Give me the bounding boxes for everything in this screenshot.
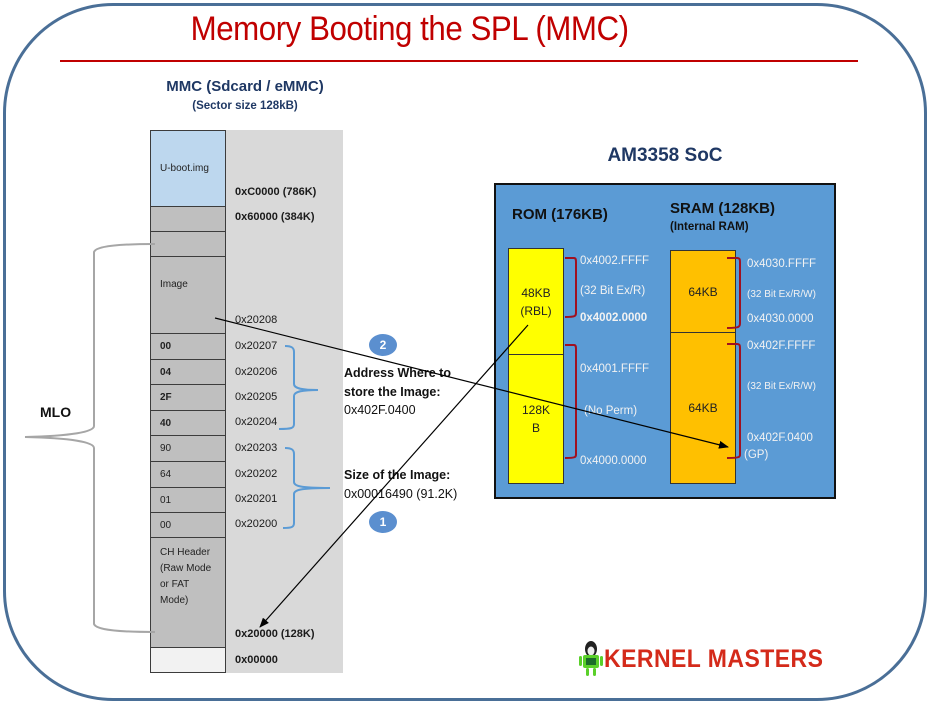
mmc-subtitle: (Sector size 128kB) [192,100,298,112]
rom-upper-bottom-address: 0x4002.0000 [580,312,648,324]
sram-upper-bottom-address: 0x4030.0000 [747,313,814,325]
mmc-cell-byte: 40 [150,410,226,435]
address-label: 0x20207 [235,340,278,352]
sram-upper-top-address: 0x4030.FFFF [747,258,817,270]
sram-subheading: (Internal RAM) [670,221,749,233]
mmc-cell-byte: 64 [150,461,226,487]
sram-upper-bracket [726,257,741,329]
mmc-cell-byte: 00 [150,512,226,537]
rom-upper-top-address: 0x4002.FFFF [580,255,650,267]
kernel-masters-logo: KERNEL MASTERS [578,640,843,678]
mmc-cell-byte: 90 [150,435,226,461]
sram-upper-permission: (32 Bit Ex/R/W) [747,289,816,300]
block-label: 48KB (RBL) [520,285,552,318]
mmc-cell-byte: 04 [150,359,226,384]
block-label: 64KB [688,284,718,299]
rom-block-lower: 128K B [508,354,564,484]
mmc-cell-empty [150,647,226,673]
sram-lower-bracket [726,343,741,459]
address-column-background [226,130,343,673]
rom-lower-bracket [564,344,577,459]
slide-frame [3,3,927,701]
address-label: 0x20206 [235,366,278,378]
address-label: 0x20202 [235,468,278,480]
sram-lower-top-address: 0x402F.FFFF [747,340,816,352]
mmc-cell-uboot: U-boot.img [150,130,226,206]
block-label: 128K B [521,403,551,435]
cell-label: 00 [160,341,172,352]
address-label: 0x20204 [235,416,278,428]
cell-label: 40 [160,417,172,429]
address-label: 0x00000 [235,654,278,666]
image-copy-arrow [214,317,729,449]
cell-label: 04 [160,366,172,378]
cell-label: CH Header (Raw Mode or FAT Mode) [160,547,212,606]
title-underline [60,60,858,62]
cell-label: Image [160,279,188,290]
block-label: 64KB [688,401,718,415]
address-label: 0x20200 [235,518,278,530]
sram-block-lower: 64KB [670,332,736,484]
mmc-title: MMC (Sdcard / eMMC) [166,78,324,95]
cell-label: 2F [160,392,172,403]
logo-text: KERNEL MASTERS [604,644,824,673]
rom-upper-permission: (32 Bit Ex/R) [580,285,646,297]
soc-title: AM3358 SoC [607,145,723,166]
mlo-label: MLO [40,404,72,420]
address-heading-2: store the Image: [344,385,441,399]
address-heading: Address Where to [344,366,451,380]
address-label: 0x20201 [235,493,278,505]
size-bytes-brace [282,447,331,529]
tux-penguin-android-icon [579,641,603,676]
address-label: 0x20205 [235,391,278,403]
rom-upper-bracket [564,257,577,318]
mmc-cell-byte: 2F [150,384,226,410]
cell-label: 01 [160,494,172,506]
mmc-cell-byte: 01 [150,487,226,512]
sram-lower-bottom-address: 0x402F.0400 [747,432,813,444]
size-heading: Size of the Image: [344,468,451,482]
cell-label: U-boot.img [160,163,209,174]
sram-heading: SRAM (128KB) [670,200,776,217]
rom-heading: ROM (176KB) [512,206,608,223]
address-bytes-brace [278,345,319,430]
cell-label: 90 [160,443,172,454]
sram-lower-permission: (32 Bit Ex/R/W) [747,381,816,392]
mmc-cell-byte: 00 [150,333,226,359]
rbl-read-arrow [259,324,529,628]
mmc-cell-image: Image [150,256,226,333]
sram-gp-note: (GP) [744,449,769,461]
slide-title: Memory Booting the SPL (MMC) [190,10,629,48]
address-label: 0x60000 (384K) [235,211,315,223]
address-label: 0x20000 (128K) [235,628,315,640]
address-label: 0x20203 [235,442,278,454]
sram-block-upper: 64KB [670,250,736,333]
step-1-badge: 1 [369,511,397,533]
rom-lower-top-address: 0x4001.FFFF [580,363,650,375]
mlo-brace [24,243,156,633]
mmc-cell-reserved [150,206,226,231]
rom-lower-bottom-address: 0x4000.0000 [580,455,647,467]
mmc-cell-ch-header: CH Header (Raw Mode or FAT Mode) [150,537,226,647]
step-2-badge: 2 [369,334,397,356]
address-label: 0xC0000 (786K) [235,186,317,198]
address-value: 0x402F.0400 [344,403,416,417]
cell-label: 00 [160,519,172,531]
size-value: 0x00016490 (91.2K) [344,487,458,501]
cell-label: 64 [160,469,172,480]
address-label: 0x20208 [235,314,278,326]
